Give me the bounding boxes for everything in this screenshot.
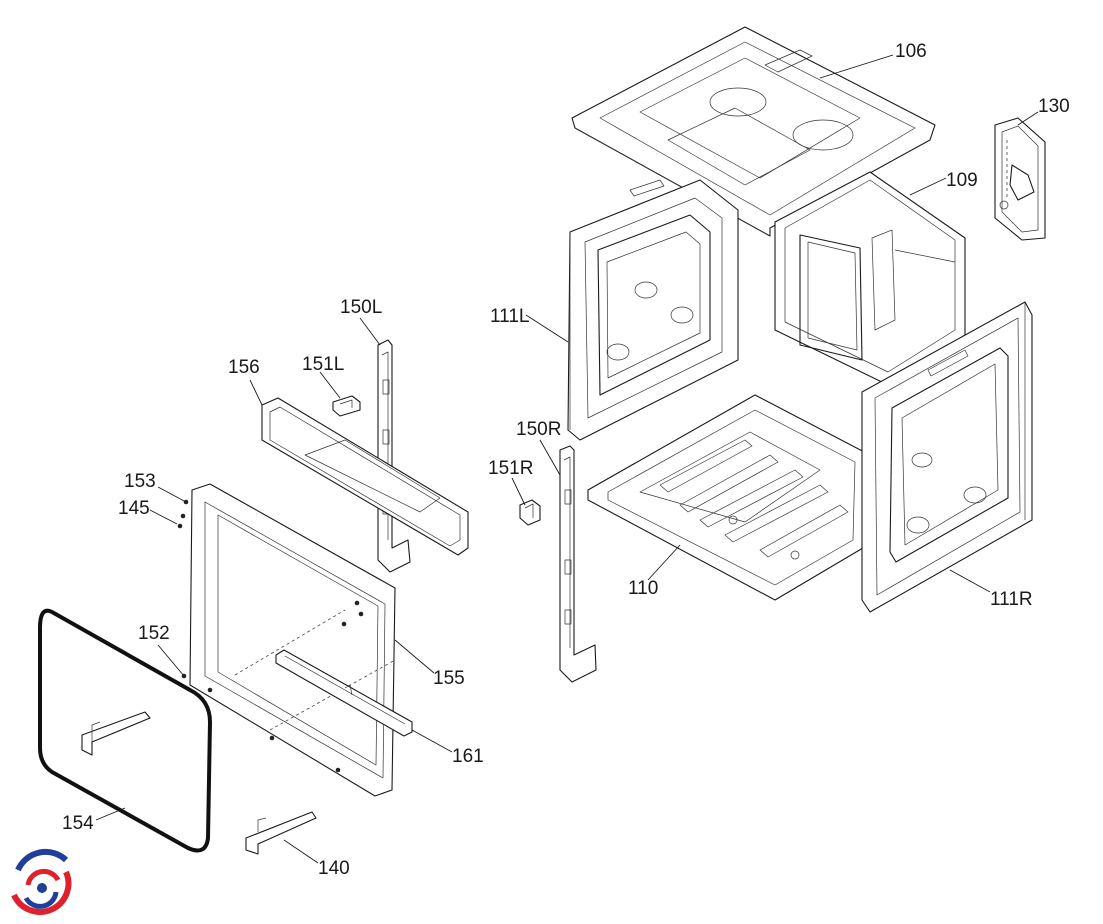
callout-153: 153: [124, 471, 156, 492]
part-110-bottom-panel: [587, 394, 871, 601]
callout-140: 140: [318, 858, 350, 879]
callout-145: 145: [118, 498, 150, 519]
part-151L-hinge-block: [332, 395, 361, 417]
callout-110: 110: [628, 578, 658, 599]
part-151R-hinge-block: [519, 499, 541, 526]
brand-logo: [11, 848, 72, 915]
part-111L-left-panel: [567, 179, 739, 441]
callout-161: 161: [452, 746, 484, 767]
callout-156: 156: [228, 357, 260, 378]
callout-150L: 150L: [340, 297, 382, 318]
callout-151L: 151L: [302, 354, 344, 375]
part-150R-hinge-receiver: [559, 445, 597, 683]
part-156-door-top-trim: [261, 397, 469, 556]
part-109-rear-panel: [774, 171, 966, 386]
part-155-inner-door-frame: [189, 483, 396, 797]
callout-111R: 111R: [990, 589, 1033, 610]
part-door-hinge-inner: [81, 711, 151, 756]
part-154-door-gasket: [38, 608, 212, 853]
callout-leader-lines: [95, 54, 1039, 864]
callout-152: 152: [138, 623, 170, 644]
callout-labels: 106 130 109 111L 150L 156 151L 150R 151R…: [62, 41, 1070, 879]
part-130-vent-plate: [994, 117, 1046, 241]
part-140-door-hinge: [245, 811, 317, 855]
callout-130: 130: [1038, 96, 1070, 117]
callout-106: 106: [895, 41, 927, 62]
callout-111L: 111L: [490, 306, 529, 327]
callout-150R: 150R: [516, 419, 561, 440]
callout-109: 109: [946, 170, 978, 191]
part-111R-right-panel: [861, 301, 1033, 613]
callout-151R: 151R: [488, 458, 533, 479]
callout-154: 154: [62, 813, 94, 834]
part-150L-hinge-receiver: [377, 339, 411, 573]
part-161-door-rail: [275, 649, 413, 737]
callout-155: 155: [433, 668, 465, 689]
